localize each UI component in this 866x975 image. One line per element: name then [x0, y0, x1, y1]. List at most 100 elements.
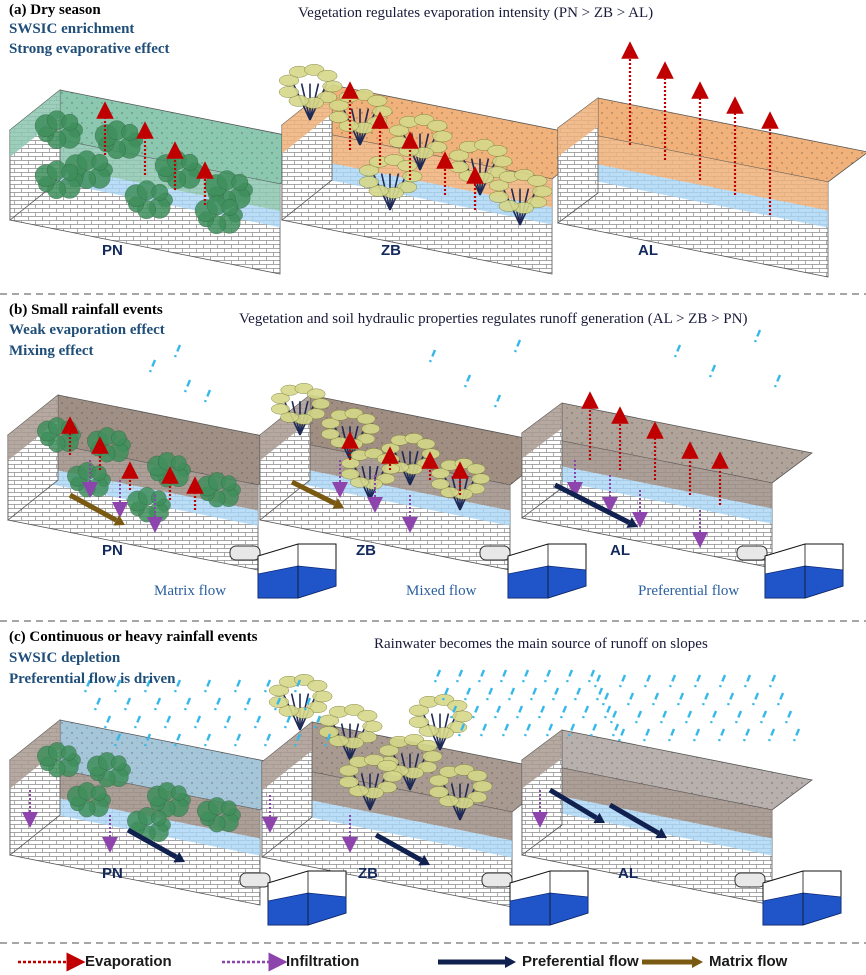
- rain-streak: [493, 705, 502, 719]
- pn-shrub-b: [197, 472, 241, 508]
- panel-c-label-pn: PN: [102, 865, 123, 882]
- zb-bush-c: [338, 754, 403, 811]
- zb-bush-a: [488, 169, 553, 226]
- zb-bush-c-leaf: [418, 725, 439, 737]
- slab-c-pn-soil-layer: [10, 760, 260, 839]
- rain-streak: [565, 669, 574, 683]
- pn-shrub-a-leaf: [61, 113, 79, 131]
- pn-shrub-c-leaf: [61, 745, 77, 761]
- slab-c-al-water-layer: [522, 788, 772, 856]
- rain-streak: [773, 374, 782, 388]
- rain-streak: [651, 692, 660, 706]
- zb-bush-c-leaf: [467, 769, 488, 782]
- panel-b-label-pn: PN: [102, 542, 123, 559]
- rain-streak: [676, 692, 685, 706]
- legend-matrix-flow-arrow-head: [692, 956, 703, 968]
- runoff-tank-b-al: [736, 543, 844, 599]
- panel-b-subtitle-1: Weak evaporation effect: [9, 322, 165, 338]
- rain-streak: [776, 692, 785, 706]
- zb-bush-a-leaf: [492, 155, 513, 168]
- panel-a-label-zb: ZB: [381, 242, 401, 259]
- rain-streak: [734, 710, 743, 724]
- runoff-tank-b-zb-pipe: [479, 545, 511, 561]
- zb-bush-c: [428, 764, 493, 821]
- zb-bush-c-leaf: [408, 716, 429, 728]
- rain-streak: [684, 710, 693, 724]
- zb-bush-b-leaf: [431, 478, 450, 490]
- slab-a-zb-water-layer: [282, 153, 552, 225]
- rain-streak: [428, 349, 437, 363]
- zb-bush-a-leaf: [278, 86, 299, 98]
- rain-streak: [611, 723, 620, 737]
- rain-streak: [183, 379, 192, 393]
- rain-streak: [759, 710, 768, 724]
- pn-shrub-a-leaf: [91, 153, 109, 171]
- zb-bush-b-leaf: [341, 468, 360, 480]
- slab-b-al: [521, 402, 813, 569]
- slab-a-pn-soil-grain: [10, 90, 330, 184]
- rain-streak: [567, 723, 576, 737]
- zb-bush-a-leaf: [488, 191, 509, 203]
- matrix-flow-arrow-zb-head: [332, 498, 344, 509]
- pn-shrub-c-leaf: [91, 785, 107, 801]
- slab-c-pn-side-soil: [10, 720, 60, 789]
- legend-label-preferential-flow: Preferential flow: [522, 953, 639, 970]
- legend-label-infiltration: Infiltration: [286, 953, 360, 970]
- rain-streak: [573, 687, 582, 701]
- zb-bush-b-leaf: [471, 473, 491, 485]
- zb-bush-b: [271, 383, 331, 436]
- zb-bush-c-leaf: [452, 710, 473, 723]
- slab-a-al: [557, 97, 866, 278]
- rain-streak: [551, 687, 560, 701]
- panel-c-label-al: AL: [618, 865, 638, 882]
- rain-streak: [203, 733, 212, 747]
- zb-bush-b-leaf: [271, 392, 290, 404]
- pn-shrub-c-leaf: [171, 785, 187, 801]
- slab-c-pn-soil-grain: [10, 720, 310, 810]
- slab-c-al: [521, 729, 813, 906]
- pn-shrub-a-leaf: [181, 153, 199, 171]
- zb-bush-b-leaf: [361, 423, 381, 435]
- rain-streak: [545, 723, 554, 737]
- rain-streak: [449, 705, 458, 719]
- rain-streak: [768, 674, 777, 688]
- rain-streak: [193, 715, 202, 729]
- pn-shrub-b-leaf: [91, 465, 107, 481]
- zb-bush-b-leaf: [376, 453, 396, 465]
- zb-bush-a-leaf: [432, 130, 453, 143]
- zb-bush-b-leaf: [271, 403, 290, 415]
- slab-b-zb-water-layer: [260, 460, 510, 526]
- rain-streak: [203, 679, 212, 693]
- zb-bush-b-leaf: [321, 428, 340, 440]
- slab-c-al-side-soil: [522, 730, 562, 789]
- zb-bush-a-leaf: [397, 159, 418, 172]
- panel-b-title: (b) Small rainfall events: [9, 302, 163, 318]
- rain-streak: [153, 697, 162, 711]
- rain-streak: [123, 697, 132, 711]
- rain-streak: [93, 697, 102, 711]
- panel-c-title: (c) Continuous or heavy rainfall events: [9, 629, 258, 645]
- flow-label-preferential: Preferential flow: [638, 583, 740, 599]
- rain-streak: [263, 679, 272, 693]
- pn-shrub-b-leaf: [61, 420, 77, 436]
- pn-shrub-a: [34, 110, 83, 150]
- runoff-tank-b-pn: [229, 543, 337, 599]
- rain-streak: [323, 733, 332, 747]
- rain-streak: [523, 723, 532, 737]
- rain-streak: [83, 679, 92, 693]
- matrix-flow-arrow-pn: [68, 492, 118, 523]
- panel-c-note: Rainwater becomes the main source of run…: [374, 636, 708, 652]
- slab-c-zb-soil-layer: [262, 762, 512, 841]
- rain-streak: [751, 692, 760, 706]
- rain-streak: [543, 669, 552, 683]
- rain-streak: [173, 679, 182, 693]
- slab-b-zb-side-soil: [260, 395, 310, 461]
- panel-b-note: Vegetation and soil hydraulic properties…: [239, 311, 748, 327]
- zb-bush-c-leaf: [338, 764, 360, 777]
- rain-streak: [163, 715, 172, 729]
- rain-streak: [173, 733, 182, 747]
- rain-streak: [441, 687, 450, 701]
- rain-streak: [617, 728, 626, 742]
- zb-bush-b-leaf: [431, 467, 450, 479]
- slab-a-zb: [281, 84, 603, 275]
